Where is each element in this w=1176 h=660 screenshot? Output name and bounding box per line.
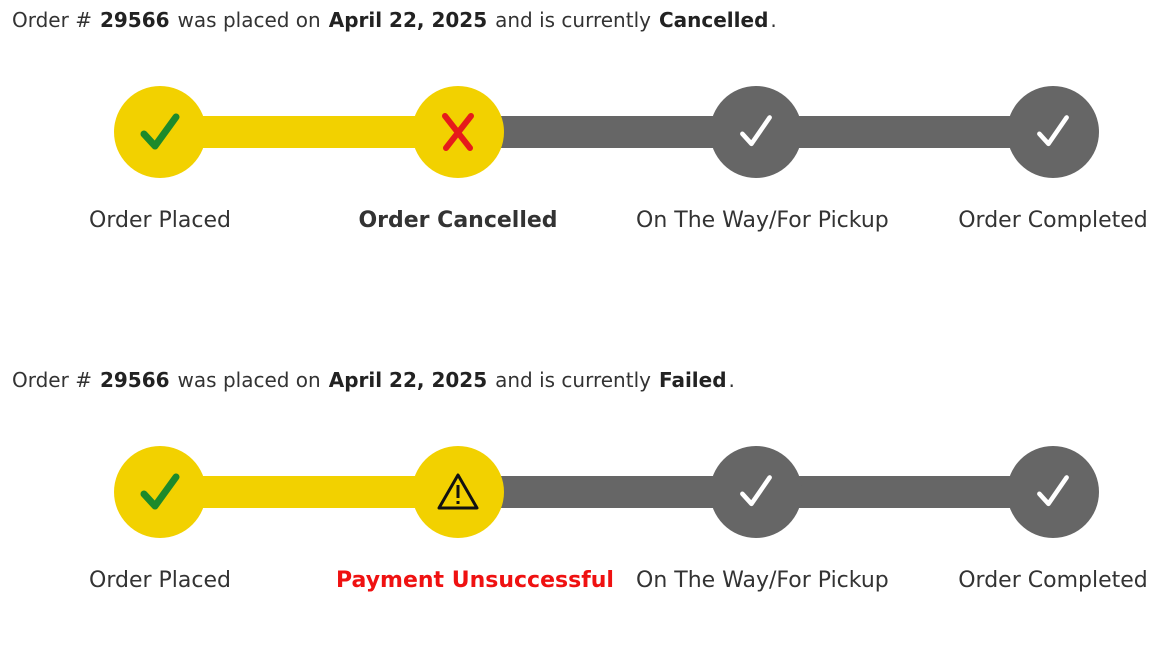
warning-icon <box>437 473 479 510</box>
cross-icon <box>442 113 474 151</box>
order-date: April 22, 2025 <box>328 8 488 32</box>
step-on-the-way-node <box>710 86 802 178</box>
step-payment-unsuccessful-node <box>412 446 504 538</box>
progress-bar-done <box>160 116 460 148</box>
placed-text: was placed on <box>177 368 321 392</box>
check-icon <box>740 475 772 507</box>
order-summary: Order # 29566 was placed on April 22, 2025 a… <box>12 8 777 32</box>
progress-tracker <box>0 86 1176 178</box>
order-prefix: Order # <box>12 368 92 392</box>
check-icon <box>140 473 180 510</box>
step-label-order-cancelled: Order Cancelled <box>358 208 558 233</box>
order-status-failed: Order # 29566 was placed on April 22, 2025 a… <box>0 360 1176 660</box>
step-label-order-placed: Order Placed <box>89 568 231 593</box>
step-label-payment-unsuccessful: Payment Unsuccessful <box>336 568 614 593</box>
step-order-placed-node <box>114 86 206 178</box>
order-status: Failed <box>658 368 727 392</box>
placed-text: was placed on <box>177 8 321 32</box>
period: . <box>728 368 735 392</box>
order-prefix: Order # <box>12 8 92 32</box>
check-icon <box>140 113 180 150</box>
progress-tracker <box>0 446 1176 538</box>
current-text: and is currently <box>495 368 651 392</box>
progress-bar-done <box>160 476 460 508</box>
period: . <box>770 8 777 32</box>
step-label-order-completed: Order Completed <box>958 208 1148 233</box>
check-icon <box>1037 115 1069 147</box>
step-order-placed-node <box>114 446 206 538</box>
check-icon <box>1037 475 1069 507</box>
order-status-cancelled: Order # 29566 was placed on April 22, 2025 a… <box>0 0 1176 300</box>
step-label-on-the-way: On The Way/For Pickup <box>636 208 889 233</box>
order-status: Cancelled <box>658 8 769 32</box>
order-number: 29566 <box>99 8 170 32</box>
order-date: April 22, 2025 <box>328 368 488 392</box>
step-label-order-placed: Order Placed <box>89 208 231 233</box>
order-summary: Order # 29566 was placed on April 22, 2025 a… <box>12 368 735 392</box>
step-on-the-way-node <box>710 446 802 538</box>
step-order-completed-node <box>1007 86 1099 178</box>
order-number: 29566 <box>99 368 170 392</box>
step-label-on-the-way: On The Way/For Pickup <box>636 568 889 593</box>
check-icon <box>740 115 772 147</box>
step-label-order-completed: Order Completed <box>958 568 1148 593</box>
step-order-cancelled-node <box>412 86 504 178</box>
current-text: and is currently <box>495 8 651 32</box>
step-order-completed-node <box>1007 446 1099 538</box>
